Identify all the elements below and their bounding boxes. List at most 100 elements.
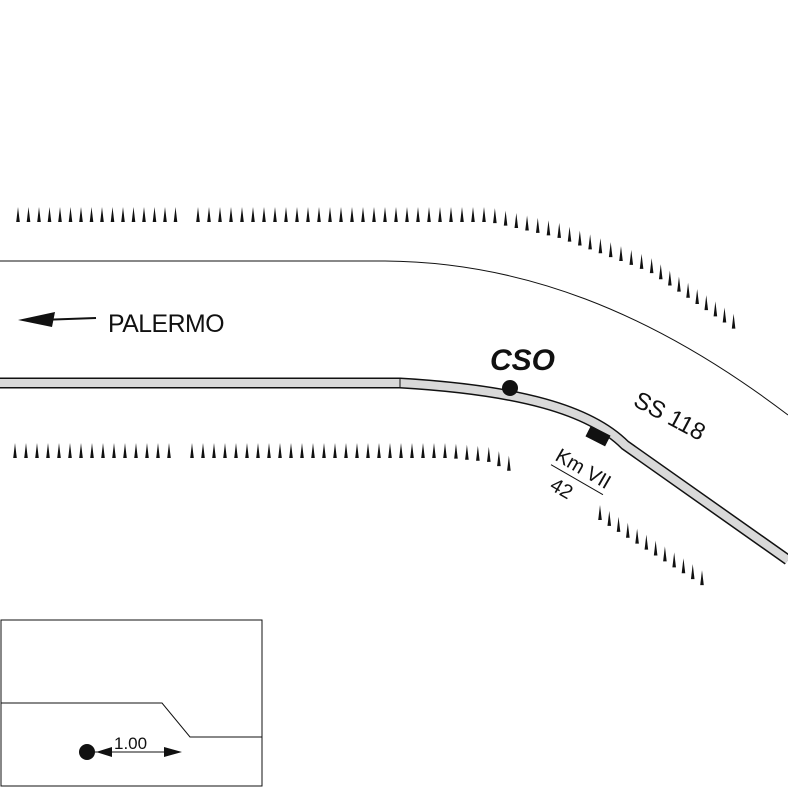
hachure-mark — [350, 207, 354, 222]
hachure-mark — [598, 505, 602, 520]
hachure-mark — [190, 443, 194, 458]
hachure-mark — [24, 443, 28, 458]
hachure-mark — [35, 443, 39, 458]
hachure-mark — [110, 207, 115, 222]
hachure-mark — [722, 307, 727, 323]
hachure-mark — [644, 534, 649, 550]
hachure-mark — [567, 226, 572, 242]
hachure-mark — [300, 443, 304, 458]
hachure-mark — [421, 443, 425, 458]
hachure-mark — [101, 443, 105, 458]
hachure-mark — [156, 443, 160, 458]
hachure-mark — [256, 443, 260, 458]
hachure-mark — [145, 443, 149, 458]
hachure-mark — [432, 443, 436, 458]
hachure-mark — [311, 443, 315, 458]
hachure-mark — [731, 313, 736, 329]
hachure-mark — [47, 207, 52, 222]
inset-point — [79, 744, 95, 760]
hachure-mark — [626, 522, 630, 538]
hachure-mark — [377, 443, 381, 458]
station-point — [502, 380, 518, 396]
hachure-mark — [333, 443, 337, 458]
hachure-mark — [460, 207, 464, 222]
hachure-mark — [372, 207, 376, 222]
hachure-mark — [619, 246, 623, 262]
hachure-mark — [152, 207, 157, 222]
hachure-mark — [251, 207, 255, 222]
hachure-mark — [677, 276, 681, 292]
inset-arrow-right — [164, 747, 182, 757]
hachure-mark — [616, 516, 621, 532]
hachure-mark — [700, 570, 704, 586]
hachure-mark — [487, 446, 491, 462]
km-label-rule — [550, 464, 604, 496]
embankment-hachures — [13, 207, 736, 586]
hachure-mark — [629, 249, 634, 265]
hachure-mark — [608, 242, 613, 258]
hachure-mark — [112, 443, 116, 458]
hachure-mark — [306, 207, 310, 222]
hachure-mark — [212, 443, 216, 458]
hachure-mark — [607, 510, 612, 526]
hachure-mark — [525, 215, 529, 231]
hachure-mark — [653, 540, 658, 556]
hachure-mark — [284, 207, 288, 222]
hachure-mark — [493, 208, 497, 224]
hachure-mark — [663, 546, 667, 562]
hachure-mark — [267, 443, 271, 458]
hachure-mark — [37, 207, 41, 222]
hachure-mark — [229, 207, 233, 222]
hachure-mark — [449, 207, 453, 222]
hachure-mark — [546, 220, 551, 236]
hachure-mark — [68, 207, 73, 222]
hachure-mark — [344, 443, 348, 458]
rail-line-fill — [0, 379, 788, 564]
hachure-mark — [289, 443, 293, 458]
hachure-mark — [649, 258, 654, 274]
hachure-mark — [295, 207, 299, 222]
hachure-mark — [13, 443, 17, 458]
hachure-mark — [339, 207, 343, 222]
hachure-mark — [123, 443, 127, 458]
hachure-mark — [196, 207, 200, 222]
hachure-mark — [704, 295, 709, 311]
hachure-mark — [686, 282, 690, 298]
hachure-mark — [218, 207, 222, 222]
hachure-mark — [167, 443, 171, 458]
hachure-mark — [16, 207, 20, 222]
hachure-mark — [482, 207, 486, 222]
hachure-mark — [690, 564, 695, 580]
hachure-mark — [89, 207, 94, 222]
hachure-mark — [317, 207, 321, 222]
hachure-mark — [262, 207, 266, 222]
hachure-mark — [245, 443, 249, 458]
hachure-mark — [681, 558, 686, 574]
inset-arrow-left — [96, 747, 112, 757]
hachure-mark — [497, 451, 501, 467]
inset-distance-label: 1.00 — [114, 734, 147, 753]
hachure-mark — [58, 207, 62, 222]
km-label-group: Km VII 42 — [546, 445, 614, 504]
hachure-mark — [639, 253, 644, 269]
hachure-mark — [454, 443, 458, 459]
hachure-mark — [46, 443, 50, 458]
hachure-mark — [240, 207, 244, 222]
hachure-mark — [322, 443, 326, 458]
hachure-mark — [234, 443, 238, 458]
hachure-mark — [388, 443, 392, 458]
hachure-mark — [57, 443, 61, 458]
hachure-mark — [201, 443, 205, 458]
hachure-mark — [410, 443, 414, 458]
hachure-mark — [465, 444, 469, 460]
hachure-mark — [79, 207, 83, 222]
hachure-mark — [588, 234, 592, 250]
hachure-mark — [131, 207, 136, 222]
hachure-mark — [278, 443, 282, 458]
hachure-mark — [471, 207, 475, 222]
hachure-mark — [557, 222, 562, 238]
hachure-mark — [416, 207, 420, 222]
hachure-mark — [366, 443, 370, 458]
inset-detail: 1.00 — [0, 619, 263, 787]
hachure-mark — [668, 270, 672, 286]
